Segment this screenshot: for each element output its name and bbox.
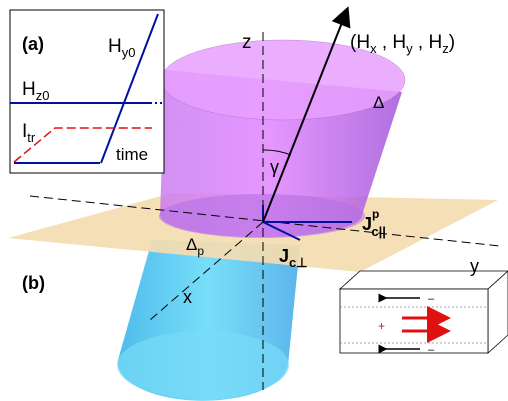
- delta-label: Δ: [373, 93, 384, 112]
- hy0-line: [100, 13, 159, 164]
- field-vector-label: (Hx , Hy , Hz): [350, 32, 455, 56]
- itr-label: Itr: [22, 121, 36, 145]
- jc-perp-line: [262, 221, 301, 241]
- jc-perp-label: Jc⊥: [279, 246, 308, 270]
- y-axis: [29, 195, 501, 247]
- inset-a: (a) Hy0 Hz0 Itr time: [9, 9, 165, 174]
- time-label: time: [116, 145, 148, 164]
- minus-sign-bottom: –: [428, 344, 435, 356]
- panel-a-tag: (a): [22, 34, 44, 54]
- hz0-label: Hz0: [22, 79, 49, 103]
- hy0-label: Hy0: [108, 36, 135, 60]
- z-axis-label: z: [242, 32, 252, 53]
- x-axis: [149, 221, 264, 321]
- strip-inset: + – –: [338, 270, 508, 356]
- field-vector-arrow: [262, 6, 351, 223]
- plus-sign: +: [378, 319, 385, 333]
- y-axis-label: y: [470, 256, 479, 276]
- angle-arc: [262, 149, 292, 156]
- minus-sign-top: –: [428, 293, 435, 305]
- upper-cylinder: [159, 39, 406, 238]
- lower-cylinder: [117, 240, 301, 401]
- delta-p-label: Δp: [186, 235, 204, 258]
- itr-curve: [13, 127, 152, 163]
- x-axis-label: x: [183, 287, 192, 307]
- gamma-label: γ: [270, 157, 279, 177]
- panel-b-tag: (b): [22, 273, 45, 293]
